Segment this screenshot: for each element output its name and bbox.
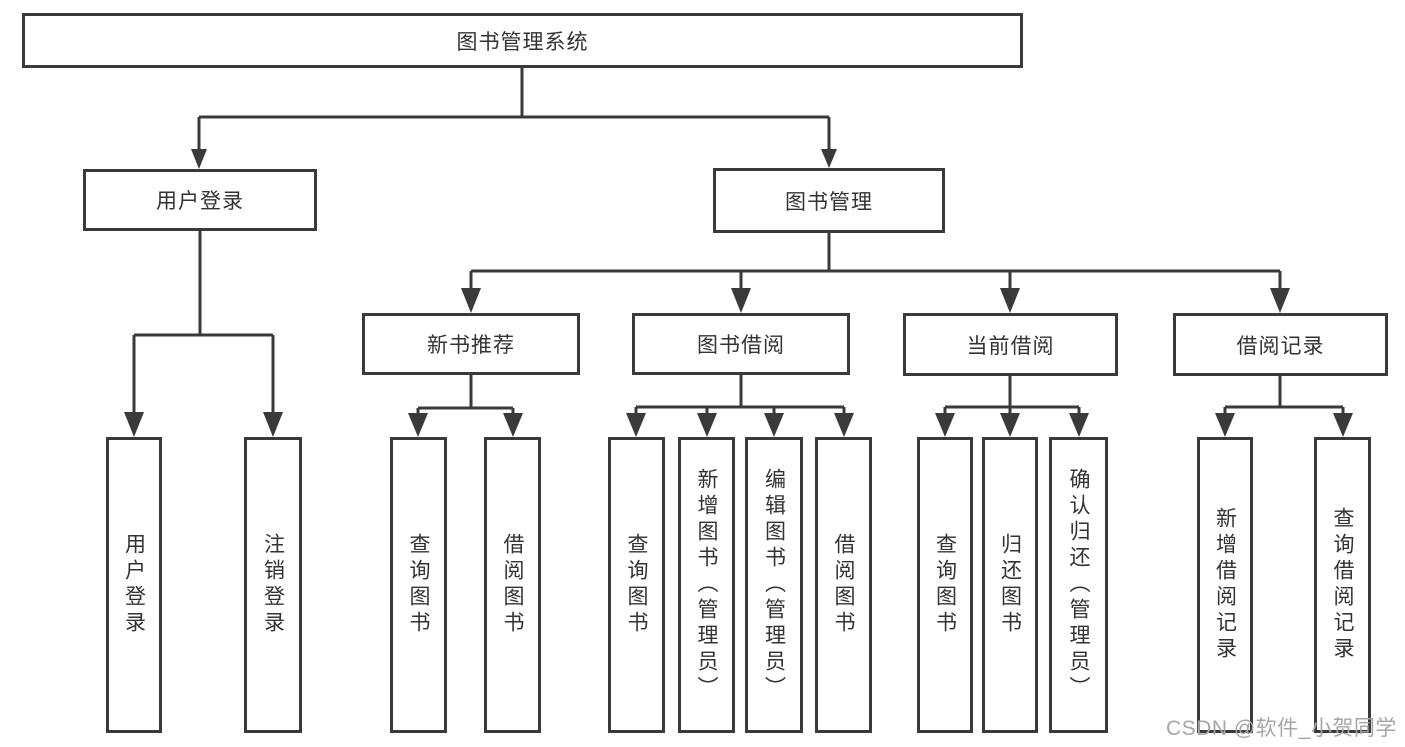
node-book-borrowing: 图书借阅 bbox=[632, 313, 850, 375]
leaf-confirm-return-admin: 确认归还（管理员） bbox=[1049, 437, 1108, 733]
arrow-down-icon bbox=[697, 413, 717, 437]
arrow-down-icon bbox=[764, 413, 784, 437]
arrow-down-icon bbox=[834, 413, 854, 437]
connector-book-mgmt-to-children bbox=[469, 233, 1282, 289]
node-borrow-records: 借阅记录 bbox=[1173, 313, 1388, 376]
leaf-query-books-recommend: 查询图书 bbox=[390, 437, 447, 733]
connector-new-rec-to-children bbox=[416, 375, 515, 414]
node-new-book-recommend: 新书推荐 bbox=[362, 313, 580, 375]
arrow-down-icon bbox=[191, 149, 207, 169]
node-user-login: 用户登录 bbox=[83, 169, 317, 231]
node-current-borrowing: 当前借阅 bbox=[903, 313, 1118, 376]
connector-records-to-children bbox=[1223, 376, 1345, 414]
arrow-down-icon bbox=[124, 412, 144, 437]
csdn-watermark: CSDN @软件_小贺同学 bbox=[1166, 717, 1397, 740]
connector-current-to-children bbox=[943, 376, 1081, 414]
leaf-borrow-books-recommend: 借阅图书 bbox=[484, 437, 541, 733]
leaf-user-login: 用户登录 bbox=[106, 437, 162, 733]
connector-user-login-to-children bbox=[132, 231, 275, 413]
arrow-down-icon bbox=[731, 288, 751, 313]
arrow-down-icon bbox=[1215, 413, 1235, 437]
arrow-down-icon bbox=[1000, 413, 1020, 437]
leaf-query-books-borrowing: 查询图书 bbox=[608, 437, 665, 733]
arrow-down-icon bbox=[1069, 413, 1089, 437]
node-book-management: 图书管理 bbox=[713, 168, 945, 233]
connector-book-borrow-to-children bbox=[634, 375, 846, 414]
leaf-query-borrow-record: 查询借阅记录 bbox=[1314, 437, 1371, 733]
leaf-add-borrow-record: 新增借阅记录 bbox=[1197, 437, 1253, 733]
arrow-down-icon bbox=[1000, 288, 1020, 313]
arrow-down-icon bbox=[408, 413, 428, 437]
arrow-down-icon bbox=[935, 413, 955, 437]
leaf-logout: 注销登录 bbox=[244, 437, 302, 733]
arrow-down-icon bbox=[821, 149, 837, 168]
arrow-down-icon bbox=[1333, 413, 1353, 437]
arrow-down-icon bbox=[263, 412, 283, 437]
arrow-down-icon bbox=[1270, 288, 1290, 313]
leaf-return-books: 归还图书 bbox=[982, 437, 1038, 733]
arrow-down-icon bbox=[461, 288, 481, 313]
arrowheads bbox=[124, 149, 1353, 437]
leaf-add-books-admin: 新增图书（管理员） bbox=[678, 437, 735, 733]
arrow-down-icon bbox=[626, 413, 646, 437]
connector-root-to-level2 bbox=[197, 68, 831, 150]
leaf-query-books-current: 查询图书 bbox=[917, 437, 973, 733]
leaf-edit-books-admin: 编辑图书（管理员） bbox=[745, 437, 803, 733]
leaf-borrow-books: 借阅图书 bbox=[815, 437, 872, 733]
arrow-down-icon bbox=[503, 413, 523, 437]
node-system-root: 图书管理系统 bbox=[22, 13, 1023, 68]
